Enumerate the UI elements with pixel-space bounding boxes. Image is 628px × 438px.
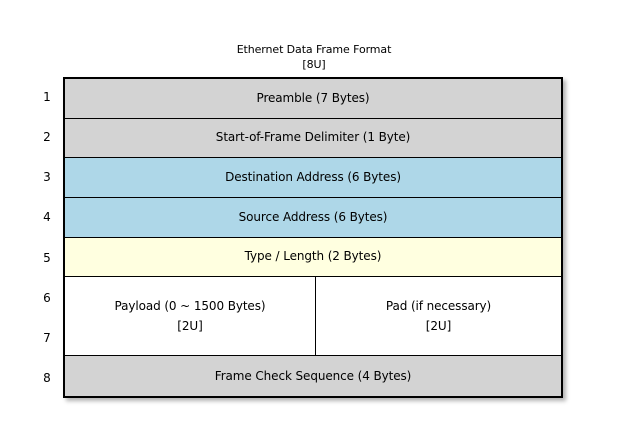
payload-label: Payload (0 ~ 1500 Bytes) [114, 299, 266, 314]
frame-field-destination-address: Destination Address (6 Bytes) [65, 158, 561, 198]
destination-address-label: Destination Address (6 Bytes) [225, 170, 401, 185]
frame-field-frame-check-sequence: Frame Check Sequence (4 Bytes) [65, 356, 561, 396]
row-number-5: 5 [43, 250, 51, 265]
row-number-4: 4 [43, 210, 51, 225]
preamble-label: Preamble (7 Bytes) [256, 90, 370, 105]
payload-unit-label: [2U] [177, 319, 203, 334]
row-number-gutter: 1 2 3 4 5 6 7 8 [36, 77, 58, 398]
source-address-label: Source Address (6 Bytes) [238, 209, 388, 224]
pad-label: Pad (if necessary) [385, 299, 492, 314]
fcs-label: Frame Check Sequence (4 Bytes) [214, 368, 412, 383]
type-length-label: Type / Length (2 Bytes) [244, 249, 382, 264]
row-number-3: 3 [43, 170, 51, 185]
row-number-7: 7 [43, 330, 51, 345]
frame-field-payload-and-pad: Payload (0 ~ 1500 Bytes) [2U] Pad (if ne… [65, 277, 561, 357]
frame-field-pad: Pad (if necessary) [2U] [316, 277, 561, 355]
row-number-2: 2 [43, 130, 51, 145]
row-number-1: 1 [43, 90, 51, 105]
pad-unit-label: [2U] [425, 319, 452, 334]
frame-format-table: Preamble (7 Bytes) Start-of-Frame Delimi… [63, 77, 563, 398]
diagram-title-block: Ethernet Data Frame Format [8U] [0, 42, 628, 72]
frame-field-source-address: Source Address (6 Bytes) [65, 197, 561, 238]
frame-field-start-of-frame-delimiter: Start-of-Frame Delimiter (1 Byte) [65, 118, 561, 159]
row-number-6: 6 [43, 290, 51, 305]
frame-field-type-length: Type / Length (2 Bytes) [65, 237, 561, 278]
frame-field-payload: Payload (0 ~ 1500 Bytes) [2U] [65, 277, 316, 356]
frame-field-preamble: Preamble (7 Bytes) [65, 79, 561, 119]
diagram-title-unit: [8U] [302, 58, 326, 71]
diagram-title: Ethernet Data Frame Format [236, 43, 392, 56]
row-number-8: 8 [43, 370, 51, 385]
sfd-label: Start-of-Frame Delimiter (1 Byte) [215, 130, 411, 145]
